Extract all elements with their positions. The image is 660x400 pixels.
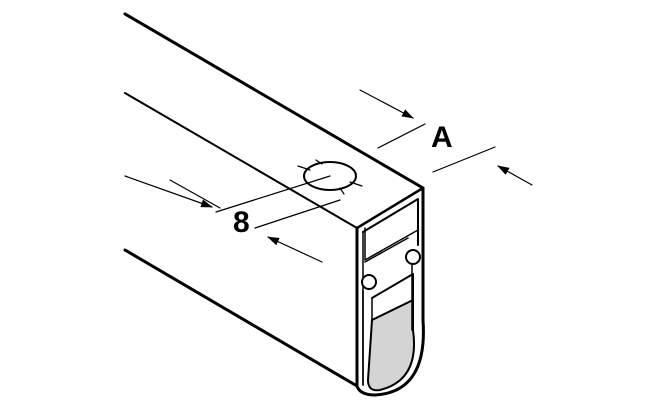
channel-outline — [362, 198, 419, 246]
channel-outline — [364, 227, 419, 261]
top-near-edge — [124, 92, 358, 229]
seal-housing-curve — [355, 318, 425, 397]
hole-center-marks — [297, 159, 363, 195]
screw-head — [361, 274, 377, 290]
screw-head — [405, 249, 421, 265]
extension-line-a — [432, 146, 496, 173]
dimension-arrow-a-right — [497, 165, 533, 186]
dimension-arrow-8-right — [267, 236, 323, 263]
bottom-edge — [123, 248, 359, 388]
extension-line-a — [377, 123, 426, 149]
channel-outline — [364, 237, 409, 263]
dimension-label-8: 8 — [233, 206, 250, 239]
dimension-arrow-a-left — [359, 89, 414, 119]
dimension-line-8 — [169, 179, 221, 209]
seal-insert — [367, 299, 415, 392]
extension-line-8 — [254, 199, 341, 229]
top-far-edge — [123, 12, 425, 190]
top-front-edge — [355, 186, 425, 230]
dimension-label-a: A — [431, 121, 453, 154]
mounting-hole — [303, 161, 357, 191]
extension-line-8 — [215, 175, 331, 213]
dimension-arrow-8-left — [124, 175, 213, 208]
